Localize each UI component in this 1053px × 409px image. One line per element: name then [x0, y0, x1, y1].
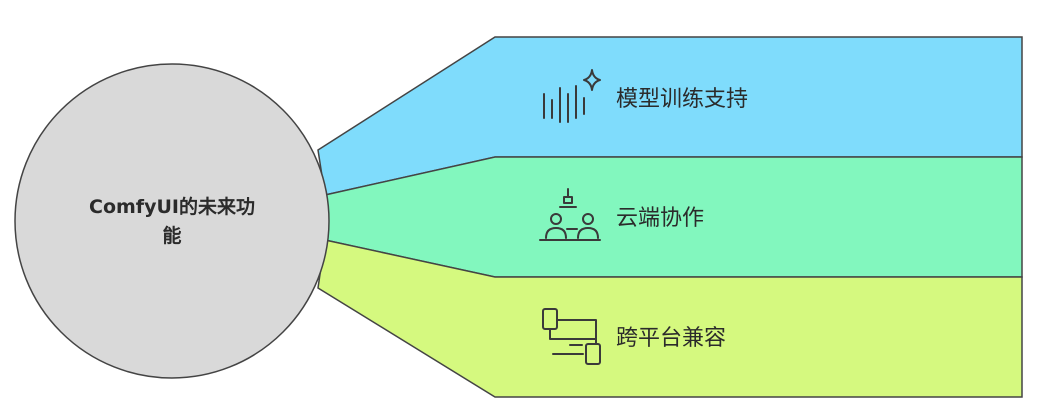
devices-icon: [542, 308, 601, 365]
sparkle-bars-icon: [543, 69, 601, 123]
team-collaboration-icon: [539, 188, 601, 241]
center-circle: [14, 63, 330, 379]
segment-label-cloud-collaboration: 云端协作: [616, 206, 704, 231]
segment-cross-platform: [317, 239, 1023, 398]
center-label-line2: 能: [162, 224, 181, 247]
center-label-line1: ComfyUI的未来功: [89, 195, 255, 218]
segment-label-cross-platform: 跨平台兼容: [616, 326, 726, 351]
segment-label-model-training: 模型训练支持: [616, 87, 748, 112]
